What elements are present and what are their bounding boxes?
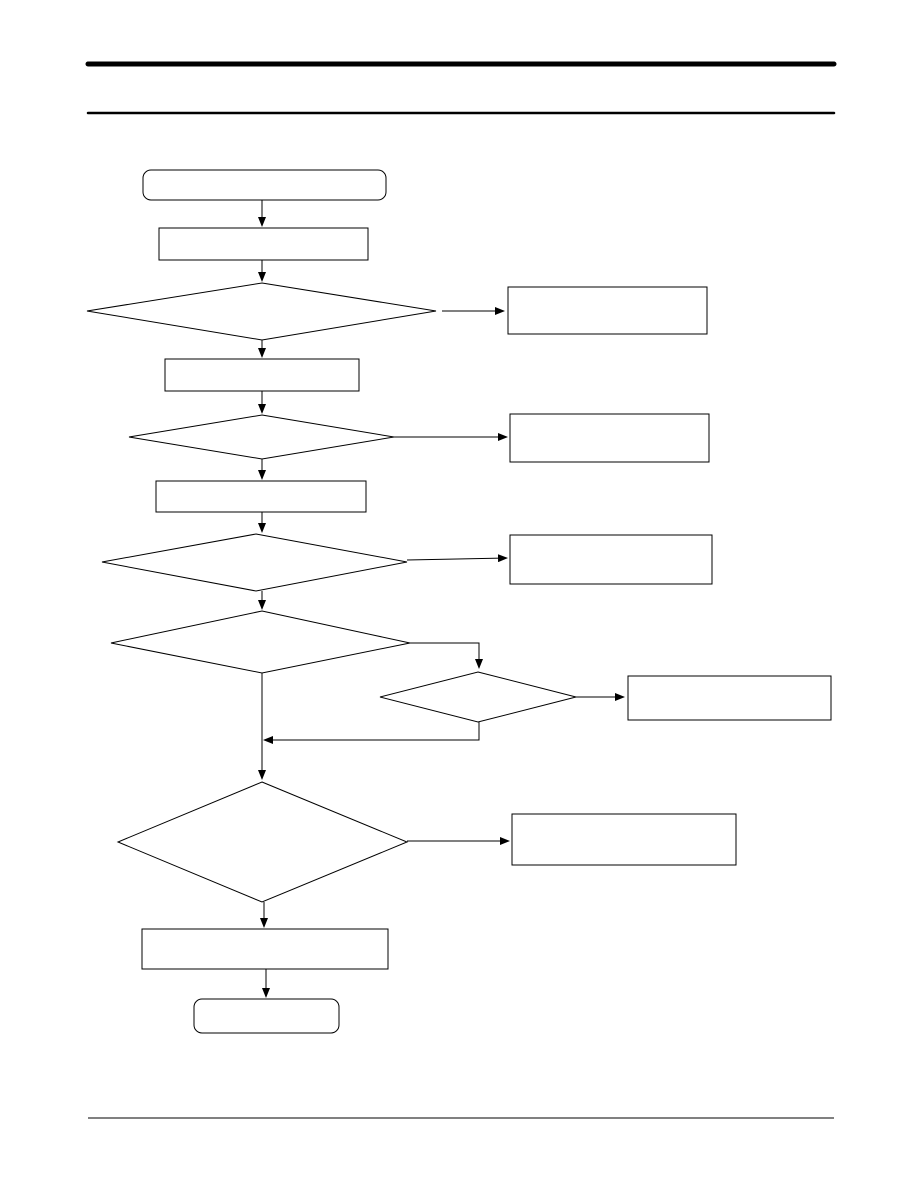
decision-5 (116, 781, 409, 903)
connector-lines (258, 200, 625, 998)
result-box-1 (507, 286, 708, 335)
process-step-final (141, 928, 389, 970)
result-box-3 (509, 534, 713, 585)
result-box-4 (627, 675, 832, 721)
result-box-5 (511, 813, 737, 866)
process-step-1 (158, 227, 369, 261)
start-terminal (142, 169, 387, 201)
decision-1 (86, 282, 437, 341)
edge-decision3-to-result3 (406, 554, 508, 563)
result-box-2 (509, 413, 710, 463)
edge-decision4b-return (263, 722, 480, 744)
end-terminal (193, 998, 340, 1034)
process-step-3 (155, 480, 367, 513)
decision-2 (128, 414, 395, 460)
edge-decision4-to-decision4b (410, 642, 483, 669)
flowchart-nodes (86, 169, 832, 1034)
decision-4 (110, 610, 411, 674)
process-step-2 (164, 358, 360, 392)
decision-3 (101, 533, 408, 592)
decision-4b (379, 671, 577, 723)
